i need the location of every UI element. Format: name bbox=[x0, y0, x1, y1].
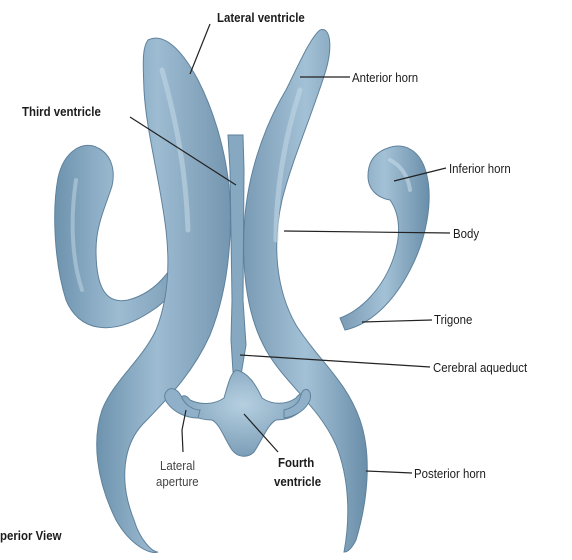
label-lateral-ventricle: Lateral ventricle bbox=[217, 10, 305, 25]
right-inferior-horn-shape bbox=[340, 146, 429, 330]
leader-posterior-horn bbox=[366, 471, 412, 473]
label-third-ventricle: Third ventricle bbox=[22, 104, 101, 119]
label-lateral-aperture-line1: Lateral bbox=[160, 458, 195, 473]
label-fourth-ventricle-line2: ventricle bbox=[274, 474, 321, 489]
leader-lateral-ventricle bbox=[190, 24, 210, 74]
label-body: Body bbox=[453, 226, 479, 241]
label-anterior-horn: Anterior horn bbox=[352, 70, 418, 85]
label-posterior-horn: Posterior horn bbox=[414, 466, 486, 481]
label-view: perior View bbox=[0, 528, 61, 543]
label-lateral-aperture-line2: aperture bbox=[156, 474, 199, 489]
label-trigone: Trigone bbox=[434, 312, 472, 327]
label-fourth-ventricle-line1: Fourth bbox=[278, 455, 314, 470]
leader-trigone bbox=[362, 320, 432, 322]
leader-cerebral-aqueduct bbox=[240, 355, 430, 367]
label-cerebral-aqueduct: Cerebral aqueduct bbox=[433, 360, 527, 375]
label-inferior-horn: Inferior horn bbox=[449, 161, 511, 176]
